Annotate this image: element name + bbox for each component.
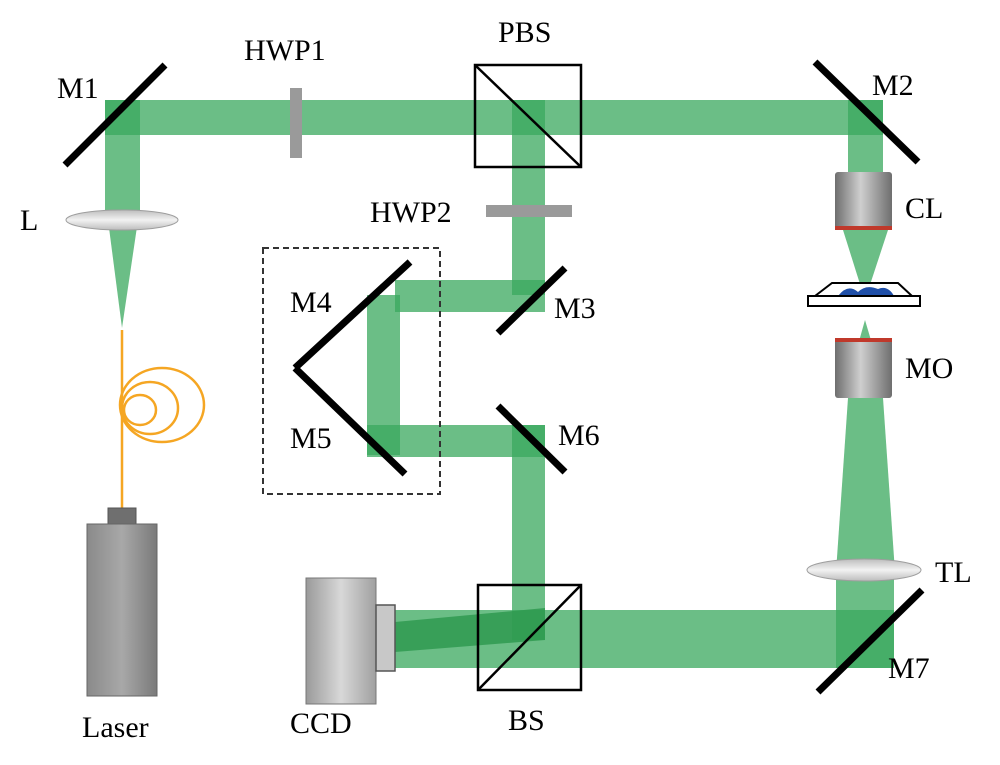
label-ccd: CCD xyxy=(290,707,352,740)
waveplate-hwp1 xyxy=(290,88,302,158)
label-m7: M7 xyxy=(888,652,930,685)
tube-lens-tl xyxy=(806,558,922,582)
beam-pbs-to-m3 xyxy=(512,100,545,295)
label-m6: M6 xyxy=(558,419,600,452)
label-laser: Laser xyxy=(82,711,149,744)
label-hwp1: HWP1 xyxy=(244,34,326,67)
lens-l xyxy=(65,209,179,231)
beam-paths xyxy=(105,100,895,668)
condenser-lens-cl xyxy=(835,172,892,230)
beam-m6-to-bs xyxy=(512,425,545,640)
label-m2: M2 xyxy=(872,69,914,102)
label-m5: M5 xyxy=(290,422,332,455)
label-m4: M4 xyxy=(290,286,332,319)
mirror-m1 xyxy=(62,62,168,168)
label-pbs: PBS xyxy=(498,16,551,49)
label-m1: M1 xyxy=(57,72,99,105)
label-lens-l: L xyxy=(20,204,38,237)
optical-fiber xyxy=(118,330,206,512)
beam-m3-to-m4 xyxy=(395,280,545,312)
mirror-m4 xyxy=(292,259,413,371)
mirror-m5 xyxy=(292,365,408,477)
pbs-cube xyxy=(473,63,583,169)
delay-line-box xyxy=(262,247,441,495)
laser-source xyxy=(86,507,158,697)
label-mo: MO xyxy=(905,352,953,385)
mirror-m7 xyxy=(815,587,925,695)
beam-m1-to-m2 xyxy=(105,100,883,135)
sample-stage xyxy=(807,282,921,307)
bs-cube xyxy=(476,583,583,692)
label-bs: BS xyxy=(508,704,545,737)
beam-mo-to-tl xyxy=(836,398,895,572)
component-labels: M1 HWP1 PBS M2 L HWP2 CL M4 M3 MO M5 M6 … xyxy=(20,16,972,744)
mirror-m2 xyxy=(812,59,921,165)
beam-cl-cone xyxy=(843,230,888,300)
microscope-objective-mo xyxy=(835,338,892,398)
beam-lens-cone xyxy=(108,220,138,328)
mirror-m3 xyxy=(495,265,568,336)
ccd-camera xyxy=(305,577,396,705)
label-hwp2: HWP2 xyxy=(370,196,452,229)
label-m3: M3 xyxy=(554,292,596,325)
label-tl: TL xyxy=(935,556,972,589)
beam-ref-overlap xyxy=(395,608,545,652)
waveplate-hwp2 xyxy=(486,205,572,217)
mirror-m6 xyxy=(495,403,568,475)
label-cl: CL xyxy=(905,192,943,225)
